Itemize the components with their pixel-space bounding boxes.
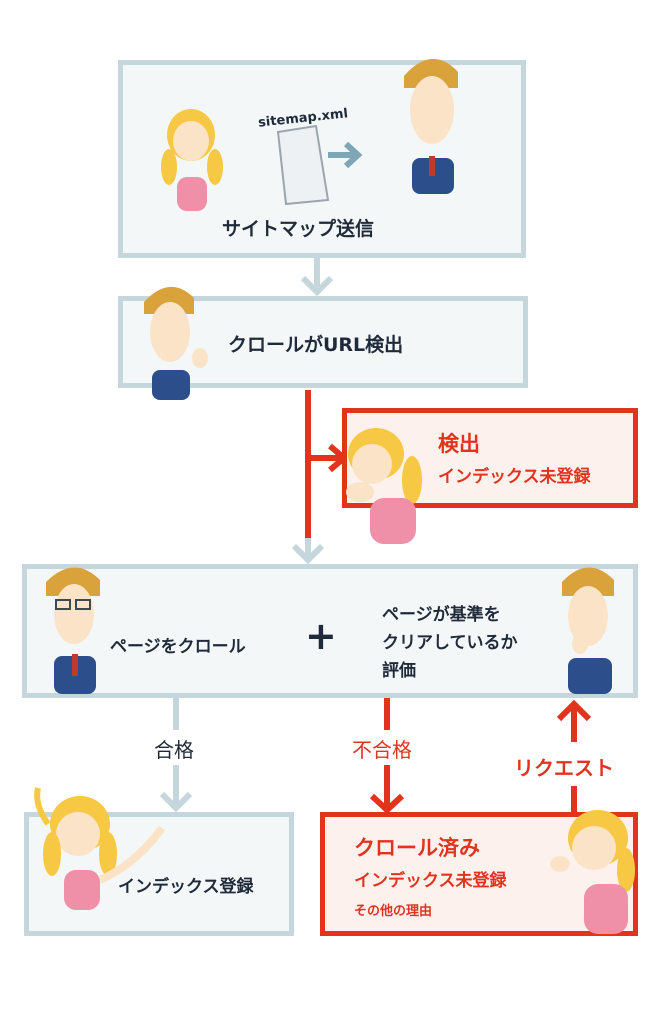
evaluate-line-2: クリアしているか <box>382 633 518 653</box>
arrow-fail <box>369 698 405 815</box>
crawler-detect-title: クロールがURL検出 <box>228 334 404 356</box>
detected-title: 検出 <box>438 432 480 456</box>
thinking-girl-icon <box>346 428 422 544</box>
crawler-glasses-icon <box>46 567 100 694</box>
arrow-pass <box>159 698 193 813</box>
send-arrow-icon <box>328 141 363 169</box>
girl-character-icon <box>161 109 223 211</box>
evaluator-character-icon <box>562 567 614 694</box>
arrow-sitemap-to-detect <box>300 258 334 297</box>
arrow-detect-to-eval <box>291 538 325 565</box>
fail-label: 不合格 <box>352 738 412 762</box>
request-label: リクエスト <box>514 756 614 780</box>
waving-girl-icon <box>34 787 166 910</box>
crawled-reason: その他の理由 <box>354 904 433 919</box>
crawler-character-icon <box>144 286 208 400</box>
sitemap-step-title: サイトマップ送信 <box>222 218 375 240</box>
document-icon <box>276 124 330 206</box>
arrow-request <box>556 699 592 812</box>
pondering-girl-icon <box>550 810 635 934</box>
crawl-evaluate-box <box>22 564 638 698</box>
plus-sign: + <box>305 614 337 658</box>
man-character-icon <box>404 58 458 194</box>
pass-label: 合格 <box>154 738 194 762</box>
crawl-page-label: ページをクロール <box>110 637 246 657</box>
evaluate-line-3: 評価 <box>382 661 416 681</box>
crawled-status: インデックス未登録 <box>354 871 507 891</box>
detected-status: インデックス未登録 <box>438 467 591 487</box>
evaluate-line-1: ページが基準を <box>382 605 501 625</box>
indexed-title: インデックス登録 <box>118 877 254 897</box>
crawled-title: クロール済み <box>354 836 480 860</box>
